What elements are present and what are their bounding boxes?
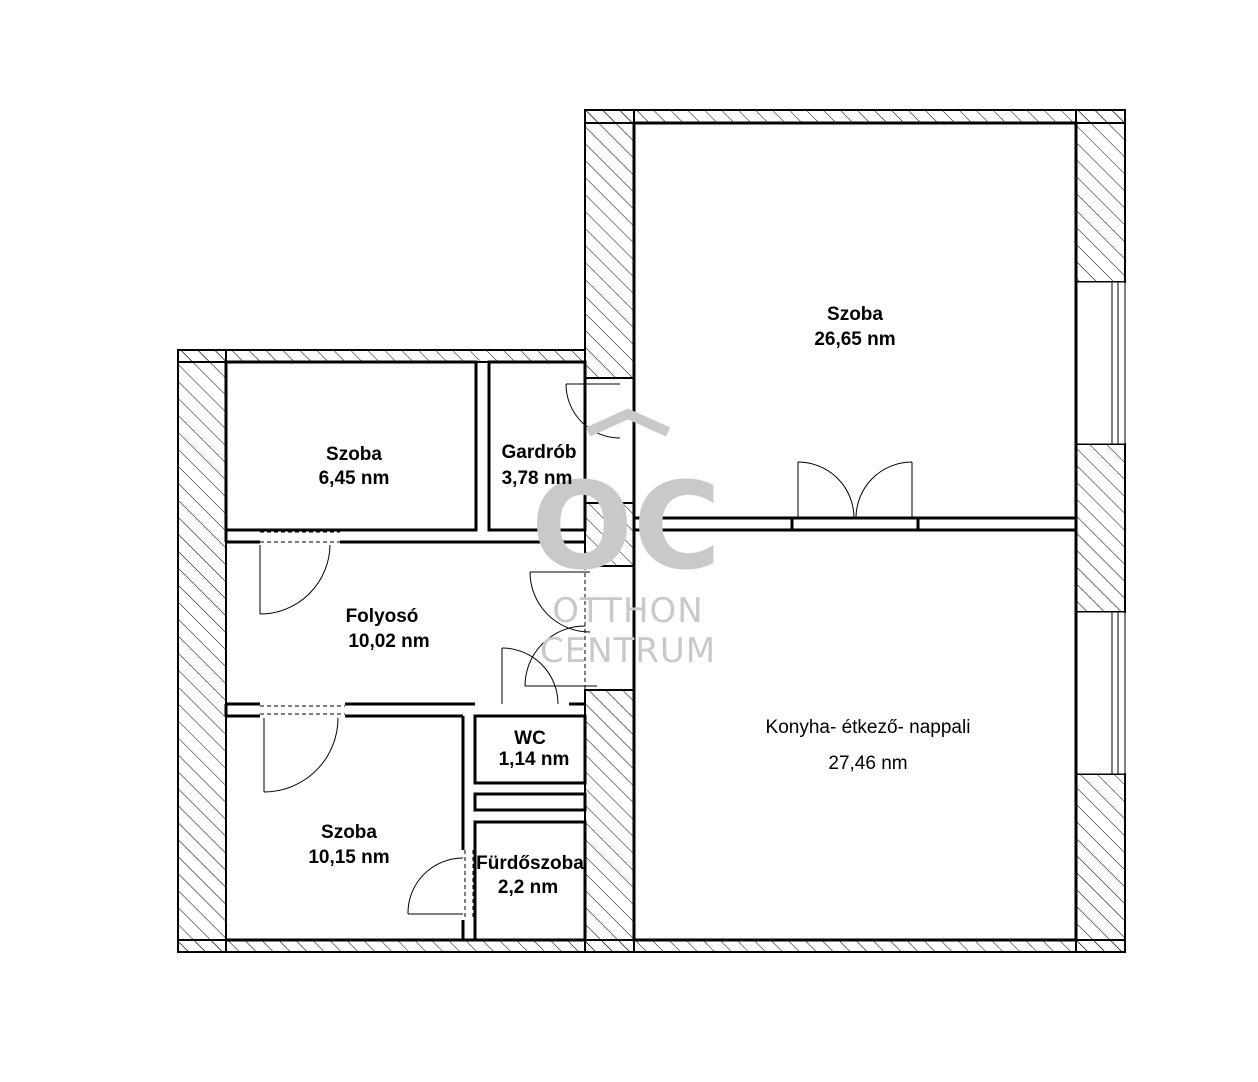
label-furdo-name: Fürdőszoba — [476, 853, 584, 874]
doors — [259, 378, 1078, 920]
outline-gardrob — [487, 360, 587, 532]
wall-pillar — [584, 502, 635, 567]
room-labels: Szoba 26,65 nm Szoba 6,45 nm Gardrób 3,7… — [308, 304, 970, 898]
outline-shaft — [473, 792, 587, 812]
wall-left — [177, 349, 227, 953]
window-lower — [1075, 611, 1126, 775]
label-konyha-area: 27,46 nm — [828, 753, 907, 774]
label-szoba-bottom-area: 10,15 nm — [308, 847, 389, 868]
windows — [1075, 281, 1126, 775]
watermark-line2: CENTRUM — [540, 631, 716, 671]
outline-wc — [473, 714, 587, 785]
watermark-roof-icon — [585, 408, 671, 437]
wall-left-upper — [584, 109, 635, 379]
watermark: OC OTTHON CENTRUM — [531, 408, 721, 671]
watermark-line1: OTTHON — [552, 591, 703, 631]
label-wc-name: WC — [514, 728, 546, 749]
watermark-logo: OC — [531, 458, 721, 597]
label-szoba-bottom-name: Szoba — [321, 822, 377, 843]
label-konyha-name: Konyha- étkező- nappali — [766, 717, 971, 738]
wall-top-right — [584, 109, 1126, 124]
label-folyoso-name: Folyosó — [346, 606, 419, 627]
wall-center-column — [584, 689, 635, 953]
wall-top-left — [177, 349, 586, 363]
outline-szoba-small — [224, 360, 478, 532]
label-szoba-small-name: Szoba — [326, 444, 382, 465]
wall-bottom — [177, 939, 1126, 953]
label-gardrob-area: 3,78 nm — [502, 468, 573, 489]
window-upper — [1075, 281, 1126, 445]
label-wc-area: 1,14 nm — [499, 749, 570, 770]
label-furdo-area: 2,2 nm — [498, 877, 558, 898]
door-double-wall-right — [916, 516, 1078, 532]
wall-right-2 — [1075, 443, 1126, 613]
label-szoba-big-area: 26,65 nm — [814, 329, 895, 350]
label-folyoso-area: 10,02 nm — [348, 631, 429, 652]
door-double-wall-left — [632, 516, 794, 532]
outline-furdo — [473, 820, 587, 942]
wall-right-1 — [1075, 109, 1126, 283]
label-szoba-small-area: 6,45 nm — [319, 468, 390, 489]
label-gardrob-name: Gardrób — [502, 442, 577, 463]
label-szoba-big-name: Szoba — [827, 304, 883, 325]
wall-right-3 — [1075, 773, 1126, 953]
